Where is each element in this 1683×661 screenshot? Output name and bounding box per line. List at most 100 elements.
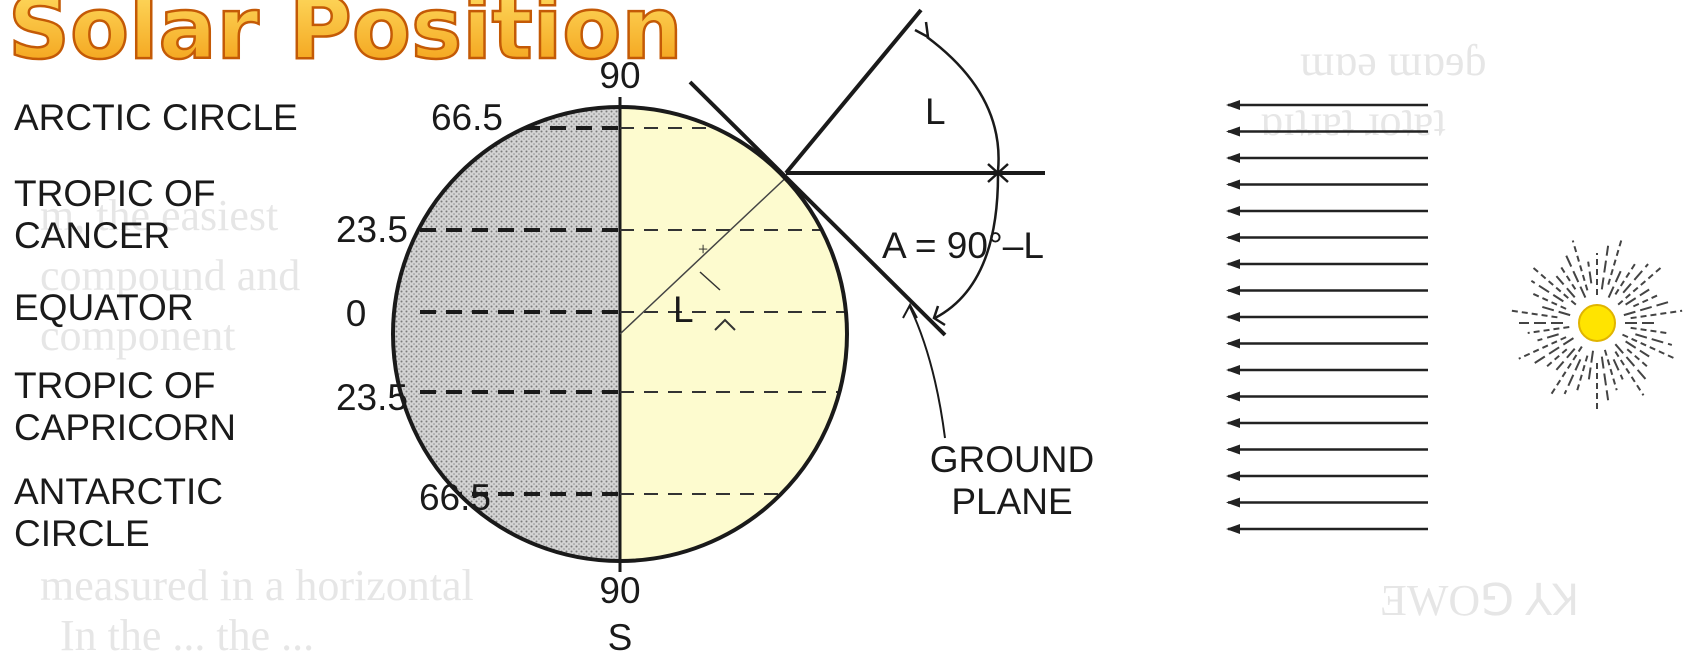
inner-angle-arrowhead xyxy=(714,318,736,331)
sun-disc xyxy=(1578,304,1616,342)
sun-icon xyxy=(1511,240,1683,409)
latitude-degrees: 66.5 xyxy=(431,97,503,138)
inner-angle-label: L xyxy=(673,289,694,330)
solar-ray-arrowhead xyxy=(1226,206,1240,216)
sun-burst-ray xyxy=(1558,263,1577,290)
angle-A-label: A = 90°–L xyxy=(882,225,1044,266)
sun-burst-ray xyxy=(1555,275,1576,298)
latitude-name: ANTARCTIC xyxy=(14,471,223,512)
solar-ray-arrowhead xyxy=(1226,471,1240,481)
solar-ray-arrowhead xyxy=(1226,100,1240,110)
svg-text:m, the easiest: m, the easiest xyxy=(40,191,278,240)
sun-burst-ray xyxy=(1563,358,1582,395)
svg-text:measured in a horizontal: measured in a horizontal xyxy=(40,561,474,610)
svg-text:component: component xyxy=(40,311,236,360)
solar-ray-arrowhead xyxy=(1226,232,1240,243)
sun-burst-ray xyxy=(1614,351,1645,396)
sun-burst-ray xyxy=(1626,348,1651,370)
latitude-name: TROPIC OF xyxy=(14,173,215,214)
sun-burst-ray xyxy=(1563,251,1587,298)
sun-burst-ray xyxy=(1518,336,1567,360)
south-pole-letter: S xyxy=(608,617,633,658)
solar-ray-arrowhead xyxy=(1226,338,1240,349)
solar-ray-arrowhead xyxy=(1226,179,1240,190)
ground-plane-leader-arrow xyxy=(902,302,918,319)
sun-burst-ray xyxy=(1622,263,1649,294)
sun-burst-ray xyxy=(1537,304,1571,317)
sun-burst-ray xyxy=(1625,340,1650,358)
latitude-name: ARCTIC CIRCLE xyxy=(14,97,298,138)
sun-burst-ray xyxy=(1600,245,1610,290)
sun-burst-ray xyxy=(1614,343,1649,383)
solar-ray-arrows xyxy=(1226,100,1428,534)
svg-text:+: + xyxy=(698,239,708,259)
south-pole-degrees: 90 xyxy=(599,570,640,611)
sun-burst-ray xyxy=(1530,337,1574,367)
arc-arrow-bottom xyxy=(932,305,946,327)
solar-ray-arrowhead xyxy=(1226,285,1240,296)
svg-text:compound and: compound and xyxy=(40,251,300,300)
sun-burst-ray xyxy=(1530,279,1564,303)
solar-ray-arrowhead xyxy=(1226,153,1240,163)
sun-burst-ray xyxy=(1587,350,1595,385)
solar-ray-arrowhead xyxy=(1226,365,1240,375)
latitude-name: CANCER xyxy=(14,215,170,256)
sun-burst-ray xyxy=(1607,266,1624,298)
sun-burst-ray xyxy=(1614,263,1636,295)
sun-burst-ray xyxy=(1600,356,1610,401)
sun-burst-ray xyxy=(1571,240,1589,291)
latitude-degrees: 0 xyxy=(346,293,367,334)
sun-burst-ray xyxy=(1622,333,1676,360)
solar-ray-arrowhead xyxy=(1226,391,1240,402)
solar-ray-arrowhead xyxy=(1226,126,1240,137)
sun-burst-ray xyxy=(1576,355,1589,391)
angle-construction: L A = 90°–L GROUND PLANE xyxy=(688,8,1094,522)
svg-text:ɒɪʇɹɐʇ ɹoʇɐʇ: ɒɪʇɹɐʇ ɹoʇɐʇ xyxy=(1260,96,1446,145)
zenith-line xyxy=(784,8,923,175)
latitude-degrees: 66.5 xyxy=(419,477,491,518)
latitude-name: CIRCLE xyxy=(14,513,150,554)
sun-burst-ray xyxy=(1625,288,1650,306)
sun-burst-ray xyxy=(1630,326,1667,334)
arc-arrow-top xyxy=(914,21,930,40)
sun-burst-ray xyxy=(1555,348,1576,371)
inner-angle-arc-a xyxy=(699,271,721,291)
latitude-degrees: 23.5 xyxy=(336,209,408,250)
sun-burst-ray xyxy=(1543,348,1568,370)
sun-burst-ray xyxy=(1537,333,1559,342)
sun-burst-ray xyxy=(1531,265,1577,306)
sun-burst-ray xyxy=(1632,293,1662,308)
svg-text:In the ... the ...: In the ... the ... xyxy=(60,611,314,660)
latitude-name: EQUATOR xyxy=(14,287,194,328)
sun-burst-ray xyxy=(1527,325,1570,334)
latitude-degrees: 23.5 xyxy=(336,377,408,418)
solar-ray-arrowhead xyxy=(1226,312,1240,322)
sun-burst-ray xyxy=(1635,333,1673,346)
sun-burst-ray xyxy=(1612,358,1624,380)
sun-burst-ray xyxy=(1511,309,1558,319)
ground-plane-label-line1: GROUND xyxy=(930,439,1094,480)
solar-ray-arrowhead xyxy=(1226,524,1240,534)
solar-ray-arrowhead xyxy=(1226,497,1240,508)
angle-L-arc xyxy=(926,35,1000,172)
sun-burst-ray xyxy=(1607,240,1623,285)
ground-plane-label-line2: PLANE xyxy=(951,481,1072,522)
solar-ray-arrowhead xyxy=(1226,444,1240,455)
north-pole-degrees: 90 xyxy=(599,55,640,96)
sun-burst-ray xyxy=(1623,300,1673,317)
ground-plane-line xyxy=(688,80,947,337)
svg-text:ɯɒə ɯɒɘɓ: ɯɒə ɯɒɘɓ xyxy=(1300,36,1487,85)
latitude-name: TROPIC OF xyxy=(14,365,215,406)
slide-title: Solar Position xyxy=(8,0,683,79)
sun-burst-ray xyxy=(1603,349,1618,391)
sun-burst-ray xyxy=(1630,309,1683,320)
sun-burst-ray xyxy=(1532,293,1567,310)
globe-day-side xyxy=(620,107,847,561)
angle-A-arc xyxy=(934,174,1000,320)
svg-text:ƎWO⅁ ⅄Ʞ: ƎWO⅁ ⅄Ʞ xyxy=(1380,576,1579,625)
angle-L-label: L xyxy=(925,91,946,132)
globe-night-side xyxy=(393,107,620,561)
